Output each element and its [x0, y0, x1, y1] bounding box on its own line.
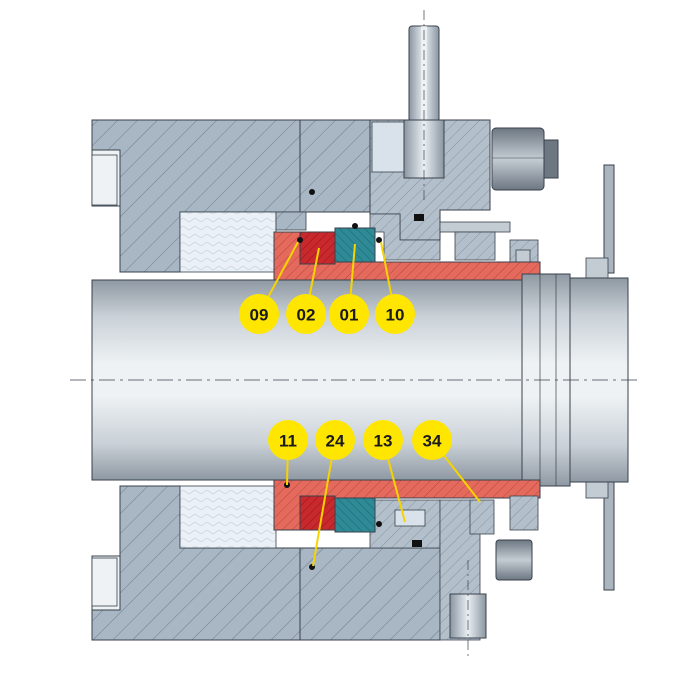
callout-label-11: 11 [279, 432, 297, 451]
callout-label-34: 34 [423, 432, 442, 451]
right-flange [585, 164, 615, 591]
callout-badge-01 [329, 294, 369, 334]
callout-badge-10 [375, 294, 415, 334]
callout-label-24: 24 [326, 432, 345, 451]
callout-badge-11 [268, 420, 308, 460]
callout-badge-24 [315, 420, 355, 460]
top-bolt [403, 10, 445, 200]
callout-badge-02 [286, 294, 326, 334]
callout-09: 09 [239, 294, 279, 334]
callout-badge-34 [412, 420, 452, 460]
callout-10: 10 [375, 294, 415, 334]
callout-badge-13 [363, 420, 403, 460]
callout-11: 11 [268, 420, 308, 460]
callout-badge-09 [239, 294, 279, 334]
callout-01: 01 [329, 294, 369, 334]
callout-24: 24 [315, 420, 355, 460]
callout-label-13: 13 [374, 432, 393, 451]
callout-label-10: 10 [386, 306, 405, 325]
upper-housing [91, 119, 491, 273]
upper-seal-assembly [273, 189, 541, 281]
callout-02: 02 [286, 294, 326, 334]
leader-24 [312, 439, 336, 567]
callout-label-01: 01 [340, 306, 359, 325]
shaft [70, 273, 640, 487]
callout-label-02: 02 [297, 306, 316, 325]
callout-label-09: 09 [250, 306, 269, 325]
top-right-nut [491, 127, 559, 191]
callout-34: 34 [412, 420, 452, 460]
callout-13: 13 [363, 420, 403, 460]
